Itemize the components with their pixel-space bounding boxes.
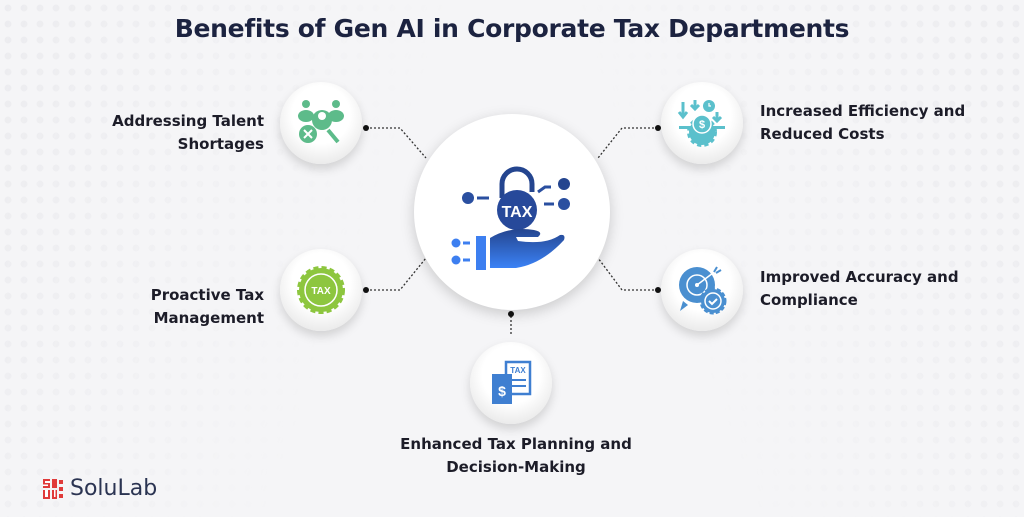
brand-logo: SoluLab <box>42 476 157 501</box>
label-line: Addressing Talent <box>112 112 264 130</box>
benefit-talent-icon-circle <box>280 82 362 164</box>
benefit-planning-label: Enhanced Tax Planning and Decision-Makin… <box>400 433 632 479</box>
connector-proactive <box>366 257 427 291</box>
talent-search-icon <box>298 100 344 144</box>
benefit-accuracy-label: Improved Accuracy and Compliance <box>760 266 959 312</box>
solulab-logo-icon <box>43 478 63 499</box>
label-line: Enhanced Tax Planning and <box>400 435 632 453</box>
svg-text:TAX: TAX <box>510 366 526 375</box>
tax-gear-icon: TAX <box>297 266 345 314</box>
label-line: Shortages <box>177 135 264 153</box>
cost-gear-icon: $ <box>677 100 725 147</box>
label-line: Proactive Tax <box>150 286 264 304</box>
benefit-efficiency-label: Increased Efficiency and Reduced Costs <box>760 100 965 146</box>
connector-talent <box>366 127 427 159</box>
brand-name: SoluLab <box>70 476 158 501</box>
label-line: Management <box>153 309 264 327</box>
benefit-efficiency-icon-circle: $ <box>661 82 743 164</box>
label-line: Increased Efficiency and <box>760 102 966 120</box>
benefit-proactive-label: Proactive Tax Management <box>151 284 264 330</box>
benefit-planning-icon-circle: TAX $ <box>470 342 552 424</box>
svg-text:$: $ <box>699 119 705 131</box>
svg-text:TAX: TAX <box>502 204 533 221</box>
svg-text:TAX: TAX <box>311 286 331 297</box>
benefit-talent-label: Addressing Talent Shortages <box>112 110 264 156</box>
label-line: Improved Accuracy and <box>760 268 959 286</box>
connector-efficiency <box>597 127 658 159</box>
tax-document-icon: TAX $ <box>492 360 532 404</box>
benefit-proactive-icon-circle: TAX <box>280 249 362 331</box>
label-line: Reduced Costs <box>760 125 885 143</box>
page-title: Benefits of Gen AI in Corporate Tax Depa… <box>174 14 850 43</box>
central-tax-hub: TAX <box>414 114 610 310</box>
connector-accuracy <box>597 257 658 291</box>
svg-text:$: $ <box>498 383 506 399</box>
target-check-icon <box>679 266 727 315</box>
tax-lock-hand-icon: TAX <box>451 166 570 270</box>
benefit-accuracy-icon-circle <box>661 249 743 331</box>
label-line: Decision-Making <box>446 458 586 476</box>
label-line: Compliance <box>760 291 858 309</box>
